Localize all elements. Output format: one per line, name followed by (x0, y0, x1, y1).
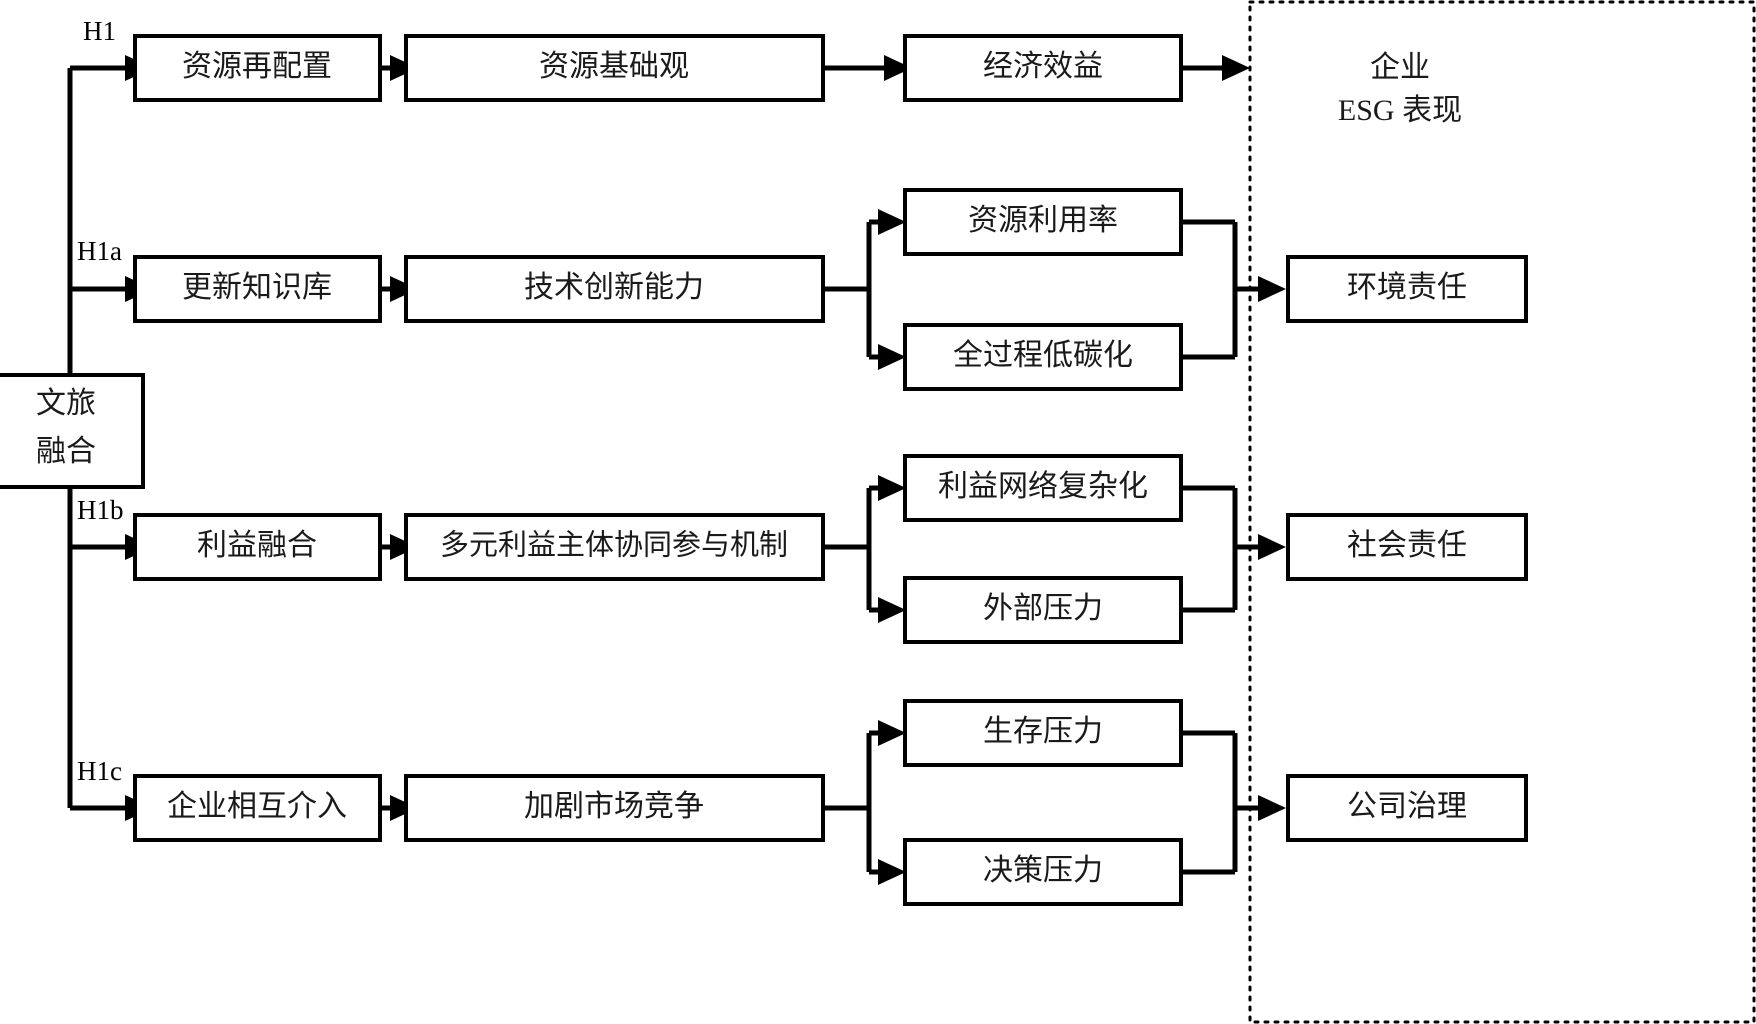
r4-branch1-arrow (878, 720, 906, 746)
esg-panel-title: 企业 ESG 表现 (1338, 51, 1462, 127)
row2-branch1-box (903, 188, 1183, 256)
row4-outcome-label: 公司治理 (1347, 790, 1467, 823)
r3-outcome-arrow (1258, 534, 1286, 560)
row3-stage2-box (404, 513, 825, 581)
node-row1-stage3[interactable]: 经济效益 (903, 34, 1183, 102)
r3-branch1-arrow (878, 475, 906, 501)
row4-stage1-box (133, 774, 382, 842)
row1-stage1-label: 资源再配置 (182, 50, 332, 83)
row4-branch1-label: 生存压力 (983, 715, 1103, 748)
row2-stage1-label: 更新知识库 (182, 271, 332, 304)
node-row1-stage2[interactable]: 资源基础观 (404, 34, 825, 102)
node-row1-stage1[interactable]: 资源再配置 (133, 34, 382, 102)
r1-s2-s3-arrow (884, 55, 912, 81)
row4-outcome-box (1286, 774, 1528, 842)
node-row2-stage2[interactable]: 技术创新能力 (404, 255, 825, 323)
root-label-line1: 文旅 (36, 387, 96, 420)
row3-branch1-box (903, 454, 1183, 522)
node-row4-outcome[interactable]: 公司治理 (1286, 774, 1528, 842)
node-root[interactable]: 文旅 融合 (0, 373, 145, 489)
row3-outcome-label: 社会责任 (1347, 529, 1467, 562)
node-row2-branch1[interactable]: 资源利用率 (903, 188, 1183, 256)
row2-stage1-box (133, 255, 382, 323)
row1-stage1-box (133, 34, 382, 102)
row3-branch1-label: 利益网络复杂化 (938, 470, 1148, 503)
r4-outcome-arrow (1258, 795, 1286, 821)
hypothesis-label-h1c: H1c (77, 756, 122, 786)
row2-outcome-box (1286, 255, 1528, 323)
row2-stage2-label: 技术创新能力 (524, 271, 704, 304)
row2-outcome-label: 环境责任 (1347, 271, 1467, 304)
esg-panel-border (1248, 0, 1756, 1024)
row3-stage1-label: 利益融合 (197, 529, 317, 562)
r4-branch2-arrow (878, 859, 906, 885)
node-row4-branch1[interactable]: 生存压力 (903, 699, 1183, 767)
node-row4-branch2[interactable]: 决策压力 (903, 838, 1183, 906)
row3-stage2-label: 多元利益主体协同参与机制 (440, 529, 788, 562)
row4-branch1-box (903, 699, 1183, 767)
panel-title-line1: 企业 (1370, 51, 1430, 84)
row1-stage3-label: 经济效益 (983, 50, 1103, 83)
r1-s3-panel-arrow (1222, 55, 1250, 81)
node-row2-stage1[interactable]: 更新知识库 (133, 255, 382, 323)
row1-stage2-label: 资源基础观 (539, 50, 689, 83)
row1-stage2-box (404, 34, 825, 102)
row4-branch2-box (903, 838, 1183, 906)
node-row2-outcome[interactable]: 环境责任 (1286, 255, 1528, 323)
row2-branch1-label: 资源利用率 (968, 204, 1118, 237)
row2-branch2-label: 全过程低碳化 (953, 339, 1133, 372)
node-row3-outcome[interactable]: 社会责任 (1286, 513, 1528, 581)
node-row3-branch1[interactable]: 利益网络复杂化 (903, 454, 1183, 522)
node-row2-branch2[interactable]: 全过程低碳化 (903, 323, 1183, 391)
row3-outcome-box (1286, 513, 1528, 581)
hypothesis-label-h1: H1 (83, 16, 116, 46)
node-row3-branch2[interactable]: 外部压力 (903, 576, 1183, 644)
node-row3-stage1[interactable]: 利益融合 (133, 513, 382, 581)
hypothesis-label-h1b: H1b (77, 495, 124, 525)
row3-branch2-label: 外部压力 (983, 592, 1103, 625)
r2-outcome-arrow (1258, 276, 1286, 302)
hypothesis-label-h1a: H1a (77, 236, 122, 266)
row4-stage2-label: 加剧市场竞争 (524, 790, 704, 823)
row4-stage1-label: 企业相互介入 (167, 790, 347, 823)
root-label-line2: 融合 (36, 435, 96, 468)
row3-branch2-box (903, 576, 1183, 644)
r3-branch2-arrow (878, 597, 906, 623)
node-row3-stage2[interactable]: 多元利益主体协同参与机制 (404, 513, 825, 581)
r2-branch1-arrow (878, 209, 906, 235)
root-box (0, 373, 145, 489)
r2-branch2-arrow (878, 344, 906, 370)
node-row4-stage1[interactable]: 企业相互介入 (133, 774, 382, 842)
row4-branch2-label: 决策压力 (983, 854, 1103, 887)
row3-stage1-box (133, 513, 382, 581)
row2-branch2-box (903, 323, 1183, 391)
row1-stage3-box (903, 34, 1183, 102)
row4-stage2-box (404, 774, 825, 842)
panel-title-line2: ESG 表现 (1338, 94, 1462, 127)
node-row4-stage2[interactable]: 加剧市场竞争 (404, 774, 825, 842)
row2-stage2-box (404, 255, 825, 323)
